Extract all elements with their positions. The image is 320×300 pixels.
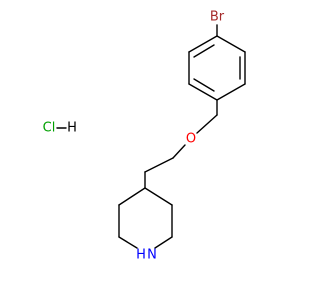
atom-oxygen: O (186, 132, 196, 147)
bond-pip-top-right (144, 187, 173, 206)
atom-salt-hydrogen: H (67, 121, 77, 136)
bond-ring-inner-1 (193, 44, 215, 58)
atom-nitrogen-hydrogen: H (136, 248, 146, 263)
atom-bromine: Br (210, 10, 225, 25)
atom-chlorine: Cl (43, 121, 56, 136)
bond-ring-inner-3 (193, 78, 215, 92)
bond-pip-bottom-left (118, 236, 138, 249)
bond-ring-top-right (216, 35, 246, 53)
bond-pip-bottom-right (154, 236, 173, 249)
bond-ring-top-left (188, 35, 218, 53)
bond-pip-top-left (118, 187, 146, 206)
molecule-diagram: Br O H N Cl H (42, 9, 246, 263)
bond-ethyl-1 (144, 157, 174, 173)
bond-ch2-o (196, 114, 218, 134)
structure-svg: Br O H N Cl H (43, 10, 246, 263)
bond-ring-bottom-left (188, 83, 218, 101)
bond-ring-bottom-right (216, 83, 246, 101)
atom-nitrogen: N (147, 248, 157, 263)
bond-o-ch2 (172, 144, 186, 159)
